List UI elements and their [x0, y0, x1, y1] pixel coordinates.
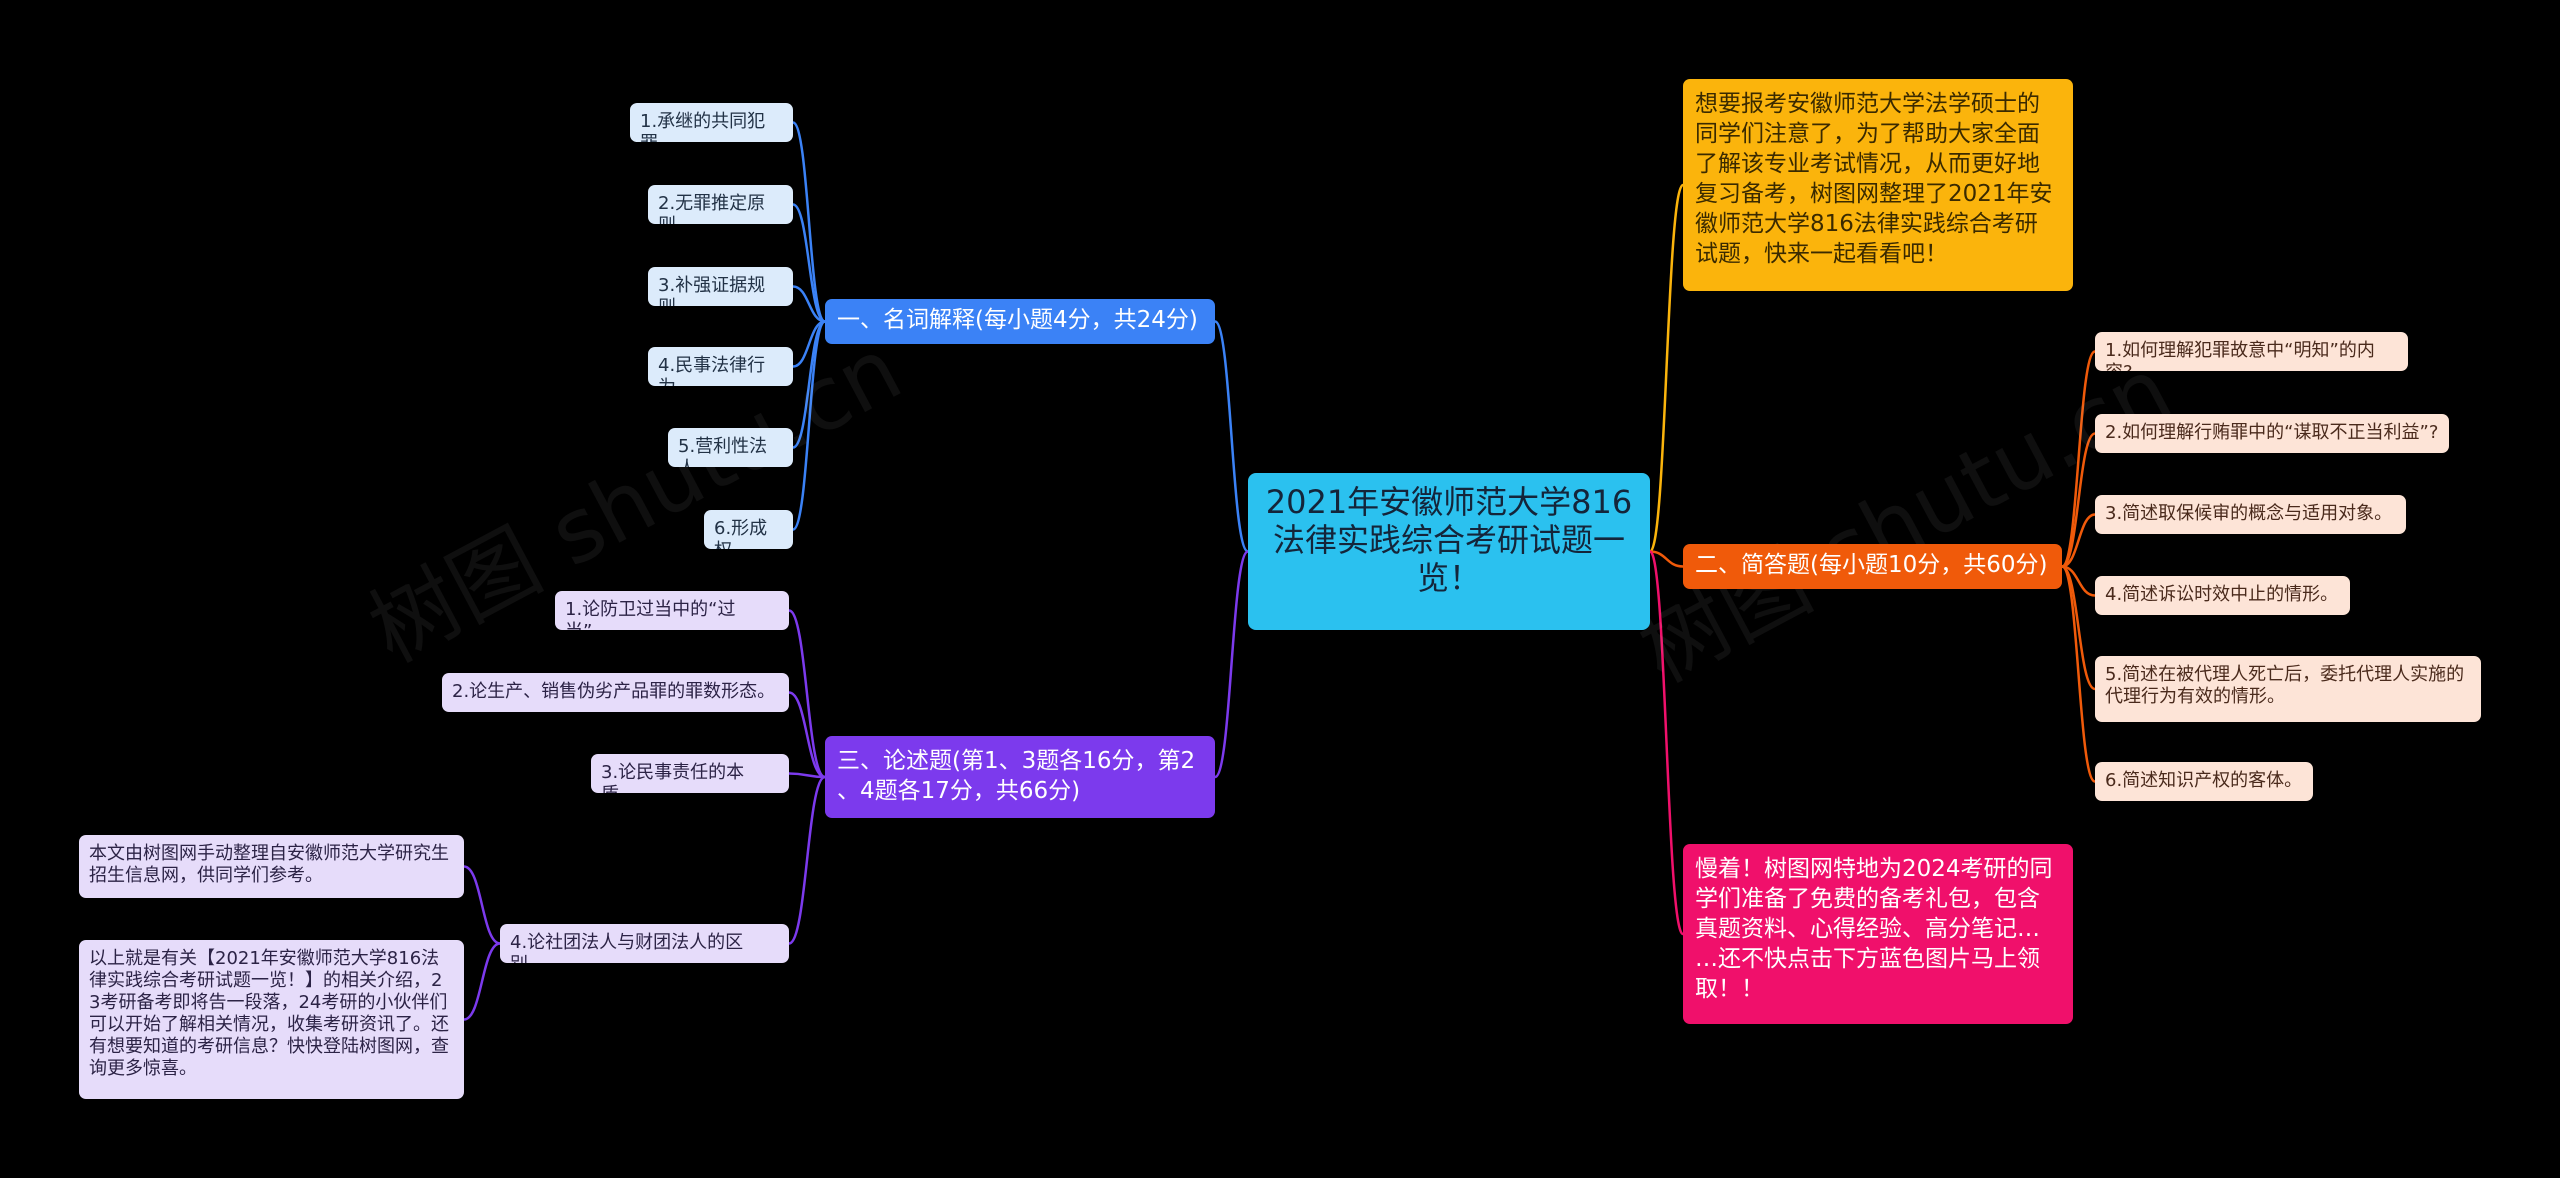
- link-root-promo: [1648, 550, 1685, 936]
- term-item[interactable]: 2.无罪推定原则: [648, 185, 793, 224]
- promo-note[interactable]: 慢着！树图网特地为2024考研的同 学们准备了免费的备考礼包，包含 真题资料、心…: [1683, 844, 2073, 1024]
- essay-item[interactable]: 4.论社团法人与财团法人的区别。: [500, 924, 789, 963]
- essay-item[interactable]: 1.论防卫过当中的“过当”。: [555, 591, 789, 630]
- link-essay-item: [788, 609, 826, 779]
- link-root-intro: [1648, 183, 1685, 553]
- short-answer-item[interactable]: 5.简述在被代理人死亡后，委托代理人实施的 代理行为有效的情形。: [2095, 656, 2481, 722]
- term-item[interactable]: 4.民事法律行为: [648, 347, 793, 386]
- short-answer-item[interactable]: 1.如何理解犯罪故意中“明知”的内容?: [2095, 332, 2408, 371]
- link-short-item: [2060, 565, 2097, 783]
- short-answer-item[interactable]: 6.简述知识产权的客体。: [2095, 762, 2313, 801]
- branch-essay-questions[interactable]: 三、论述题(第1、3题各16分，第2 、4题各17分，共66分): [825, 736, 1215, 818]
- link-short-item: [2061, 432, 2096, 568]
- short-answer-item[interactable]: 4.简述诉讼时效中止的情形。: [2095, 576, 2350, 615]
- link-essay-subnote: [463, 865, 501, 945]
- branch-terms-definitions[interactable]: 一、名词解释(每小题4分，共24分): [825, 299, 1215, 344]
- link-term-item: [792, 203, 826, 323]
- link-root-essay: [1213, 550, 1250, 779]
- link-essay-item: [788, 691, 826, 779]
- link-essay-item: [788, 772, 826, 779]
- link-short-item: [2061, 513, 2096, 568]
- essay-item[interactable]: 3.论民事责任的本质。: [591, 754, 789, 793]
- short-answer-item[interactable]: 2.如何理解行贿罪中的“谋取不正当利益”?: [2095, 414, 2449, 453]
- branch-short-answer[interactable]: 二、简答题(每小题10分，共60分): [1683, 544, 2062, 589]
- term-item[interactable]: 3.补强证据规则: [648, 267, 793, 306]
- link-essay-item: [788, 775, 826, 945]
- link-term-item: [792, 285, 826, 323]
- summary-note[interactable]: 以上就是有关【2021年安徽师范大学816法 律实践综合考研试题一览！】的相关介…: [79, 940, 464, 1099]
- link-term-item: [791, 121, 827, 323]
- essay-item[interactable]: 2.论生产、销售伪劣产品罪的罪数形态。: [442, 673, 789, 712]
- term-item[interactable]: 5.营利性法人: [668, 428, 793, 467]
- term-item[interactable]: 1.承继的共同犯罪: [630, 103, 793, 142]
- intro-note[interactable]: 想要报考安徽师范大学法学硕士的 同学们注意了，为了帮助大家全面 了解该专业考试情…: [1683, 79, 2073, 291]
- link-root-terms: [1213, 320, 1250, 553]
- link-essay-subnote: [463, 942, 501, 1021]
- link-term-item: [791, 320, 827, 531]
- link-root-short: [1649, 550, 1684, 568]
- source-note[interactable]: 本文由树图网手动整理自安徽师范大学研究生 招生信息网，供同学们参考。: [79, 835, 464, 898]
- link-short-item: [2060, 350, 2097, 568]
- short-answer-item[interactable]: 3.简述取保候审的概念与适用对象。: [2095, 495, 2406, 534]
- term-item[interactable]: 6.形成权: [704, 510, 793, 549]
- root-topic[interactable]: 2021年安徽师范大学816 法律实践综合考研试题一 览！: [1248, 473, 1650, 630]
